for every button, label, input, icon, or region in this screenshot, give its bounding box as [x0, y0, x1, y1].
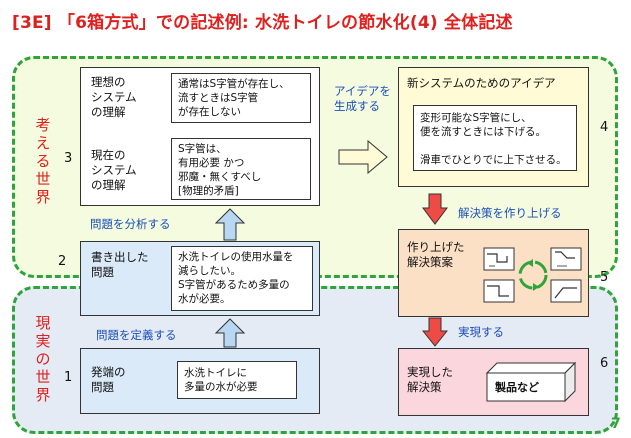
box-2-written-problem: 書き出した 問題 水洗トイレの使用水量を 減らしたい。 S字管があるため多量の …: [80, 241, 320, 316]
box-2-number: 2: [58, 254, 67, 269]
generate-arrow-label: アイデアを 生成する: [334, 84, 391, 113]
box-6-label: 実現した 解決策: [407, 365, 453, 394]
product-label: 製品など: [495, 381, 539, 394]
box-6-realized-solution: 実現した 解決策 製品など: [398, 348, 589, 416]
box-4-number: 4: [600, 120, 609, 135]
ideal-system-label: 理想の システム の理解: [91, 75, 137, 119]
box-2-label: 書き出した 問題: [91, 250, 149, 279]
generate-arrow-icon: [338, 140, 388, 174]
box-4-new-system-ideas: 新システムのためのアイデア 変形可能なS字管にし、 便を流すときには下げる。 滑…: [398, 67, 589, 187]
real-world-label: 現実の世界: [35, 314, 51, 404]
box-1-number: 1: [64, 370, 73, 385]
box-4-label: 新システムのためのアイデア: [407, 76, 556, 90]
ideal-system-content: 通常はS字管が存在し、 流すときはS字管 が存在しない: [171, 73, 311, 123]
product-cube-icon: [485, 361, 577, 403]
box-3-number: 3: [64, 151, 73, 166]
solution-sketch-image: [483, 247, 582, 303]
box-5-label: 作り上げた 解決策案: [407, 240, 465, 269]
box-6-number: 6: [600, 356, 609, 371]
define-arrow-label: 問題を定義する: [96, 328, 177, 342]
realize-arrow-icon: [422, 317, 448, 347]
page-number: 7: [611, 416, 621, 432]
thinking-world-label: 考える世界: [35, 116, 51, 206]
current-system-content: S字管は、 有用必要 かつ 邪魔・無くすべし [物理的矛盾]: [171, 138, 311, 200]
realize-arrow-label: 実現する: [458, 325, 504, 339]
box-3-system-understanding: 理想の システム の理解 通常はS字管が存在し、 流すときはS字管 が存在しない…: [80, 67, 320, 206]
page-title: [3E] 「6箱方式」での記述例: 水洗トイレの節水化(4) 全体記述: [12, 13, 513, 33]
current-system-label: 現在の システム の理解: [91, 148, 137, 192]
box-4-content: 変形可能なS字管にし、 便を流すときには下げる。 滑車でひとりでに上下させる。: [413, 105, 577, 171]
box-5-number: 5: [600, 270, 609, 285]
box-1-content: 水洗トイレに 多量の水が必要: [177, 361, 297, 399]
box-2-content: 水洗トイレの使用水量を 減らしたい。 S字管があるため多量の 水が必要。: [171, 246, 313, 311]
define-arrow-icon: [215, 318, 245, 348]
build-arrow-icon: [422, 193, 448, 225]
box-1-initial-problem: 発端の 問題 水洗トイレに 多量の水が必要: [80, 348, 320, 414]
analyze-arrow-label: 問題を分析する: [90, 217, 171, 231]
analyze-arrow-icon: [215, 208, 245, 241]
box-5-built-solution: 作り上げた 解決策案: [398, 229, 589, 317]
build-arrow-label: 解決策を作り上げる: [458, 206, 562, 220]
box-1-label: 発端の 問題: [91, 365, 126, 394]
